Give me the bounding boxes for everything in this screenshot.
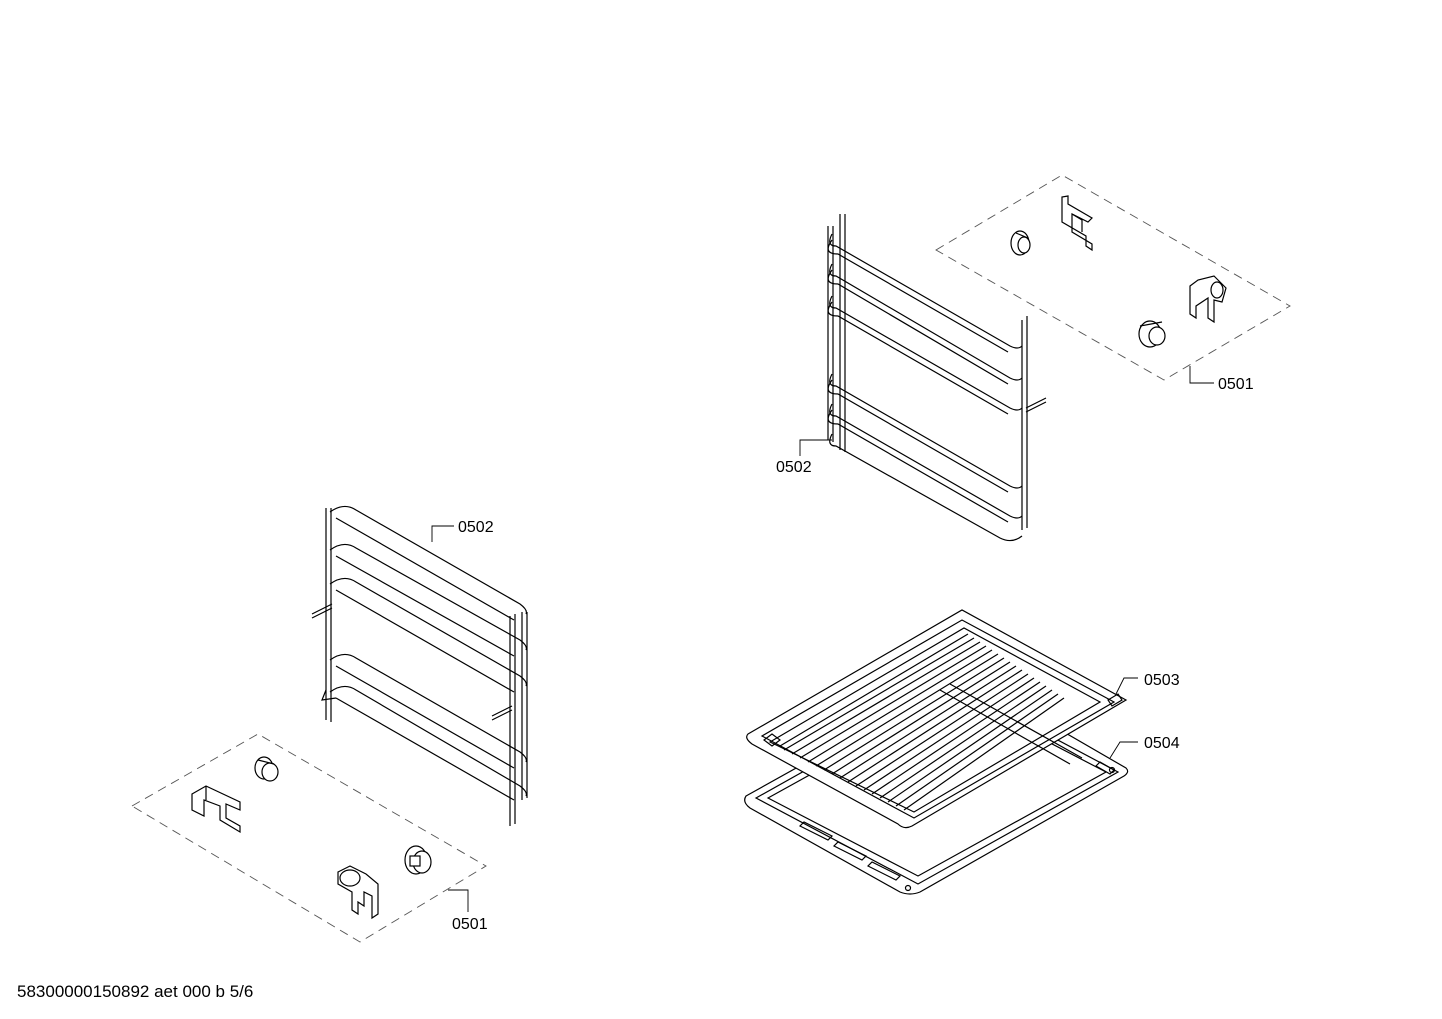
shelf-leader [1115, 677, 1138, 695]
left-clip-button-2 [404, 845, 432, 875]
shelf-callout: 0503 [1144, 672, 1180, 689]
tray-slots [798, 761, 1115, 881]
right-clip-area [935, 174, 1291, 381]
right-rack-leader [799, 439, 832, 456]
right-clip-group: 0501 [935, 174, 1291, 393]
tray-leader [1109, 741, 1138, 759]
left-clip-group: 0501 [131, 733, 488, 943]
shelf-wires [779, 633, 1083, 811]
left-clip-callout: 0501 [452, 916, 488, 933]
right-clip-callout: 0501 [1218, 376, 1254, 393]
right-clip-hook-large [1189, 275, 1227, 324]
right-side-rack: 0502 [776, 214, 1047, 542]
drawing-code: 58300000150892 aet 000 b 5/6 [17, 982, 253, 1001]
right-clip-button-1 [1010, 230, 1031, 256]
right-clip-button-2 [1138, 320, 1166, 348]
left-clip-leader [448, 889, 469, 912]
left-clip-button-1 [254, 756, 279, 782]
left-side-rack: 0502 [311, 505, 528, 826]
left-clip-hook-large [337, 865, 379, 920]
left-rack-callout: 0502 [458, 519, 494, 536]
right-clip-leader [1189, 366, 1214, 384]
tray-callout: 0504 [1144, 735, 1180, 752]
left-rack-leader [431, 525, 454, 542]
right-rack-callout: 0502 [776, 459, 812, 476]
right-clip-hook-small [1061, 195, 1093, 252]
grid-shelf: 0503 [746, 609, 1180, 829]
left-clip-hook-small [191, 785, 241, 834]
left-clip-area [131, 733, 487, 943]
